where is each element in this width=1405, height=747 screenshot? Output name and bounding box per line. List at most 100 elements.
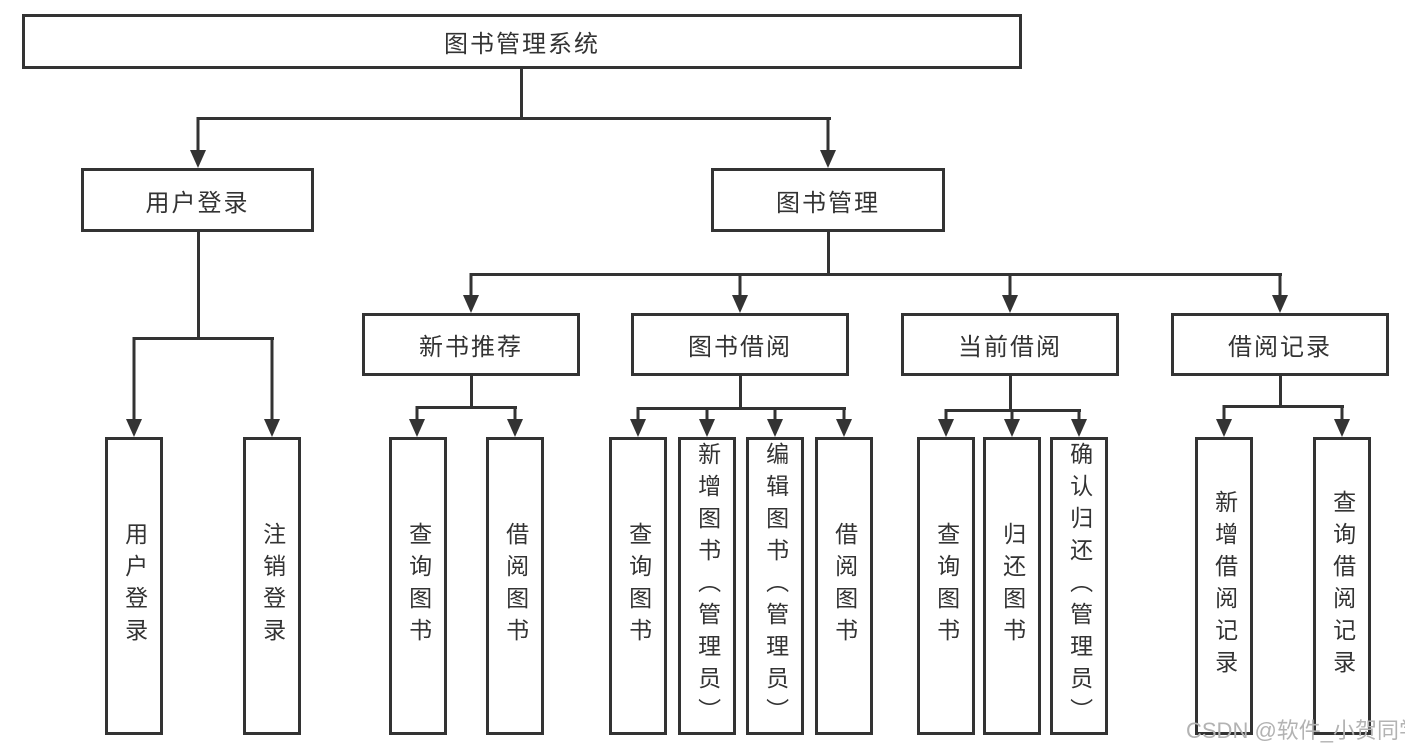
arrow-stem (1008, 273, 1012, 295)
arrow-stem (196, 117, 200, 150)
arrow-head (1272, 295, 1288, 313)
node-borrow-records-label: 借阅记录 (1228, 334, 1332, 361)
arrow-head (463, 295, 479, 313)
leaf-query-borrow-record: 查询借阅记录 (1313, 437, 1371, 735)
arrow-down-icon (938, 409, 954, 437)
node-book-system-label: 图书管理系统 (444, 31, 600, 58)
connector-line (520, 69, 523, 120)
node-book-management-label: 图书管理 (776, 189, 880, 217)
arrow-down-icon (1004, 409, 1020, 437)
leaf-query-books-borrow-label: 查询图书 (625, 522, 652, 650)
node-book-management: 图书管理 (711, 168, 945, 232)
arrow-stem (513, 406, 517, 419)
arrow-head (409, 419, 425, 437)
arrow-stem (132, 337, 136, 419)
arrow-head (836, 419, 852, 437)
arrow-down-icon (1216, 405, 1232, 437)
connector-line (1009, 376, 1012, 412)
arrow-head (507, 419, 523, 437)
leaf-return-book: 归还图书 (983, 437, 1041, 735)
connector-line (133, 337, 274, 340)
leaf-user-login: 用户登录 (105, 437, 163, 735)
node-new-book-recommend: 新书推荐 (362, 313, 580, 376)
arrow-head (1004, 419, 1020, 437)
connector-line (739, 376, 742, 410)
node-current-borrow: 当前借阅 (901, 313, 1119, 376)
arrow-head (938, 419, 954, 437)
arrow-stem (826, 117, 830, 150)
arrow-head (732, 295, 748, 313)
leaf-logout-label: 注销登录 (259, 522, 286, 650)
csdn-watermark: CSDN @软件_小贺同学 (1186, 718, 1405, 743)
node-user-login: 用户登录 (81, 168, 314, 232)
arrow-stem (415, 406, 419, 419)
arrow-down-icon (126, 337, 142, 437)
node-borrow-records: 借阅记录 (1171, 313, 1389, 376)
node-new-book-recommend-label: 新书推荐 (419, 334, 523, 361)
arrow-stem (1340, 405, 1344, 419)
arrow-stem (270, 337, 274, 419)
arrow-stem (705, 407, 709, 419)
arrow-head (630, 419, 646, 437)
leaf-borrow-books-recommend: 借阅图书 (486, 437, 544, 735)
arrow-stem (944, 409, 948, 419)
leaf-add-book-admin-label: 新增图书（管理员） (694, 442, 721, 730)
leaf-logout: 注销登录 (243, 437, 301, 735)
arrow-down-icon (630, 407, 646, 437)
leaf-query-books-borrow: 查询图书 (609, 437, 667, 735)
connector-line (416, 406, 517, 409)
arrow-down-icon (836, 407, 852, 437)
connector-line (197, 117, 831, 120)
leaf-confirm-return-admin: 确认归还（管理员） (1050, 437, 1108, 735)
leaf-confirm-return-admin-label: 确认归还（管理员） (1066, 442, 1093, 730)
leaf-borrow-books-borrow: 借阅图书 (815, 437, 873, 735)
leaf-add-borrow-record: 新增借阅记录 (1195, 437, 1253, 735)
arrow-stem (842, 407, 846, 419)
node-book-borrow: 图书借阅 (631, 313, 849, 376)
node-current-borrow-label: 当前借阅 (958, 334, 1062, 361)
leaf-query-books-recommend-label: 查询图书 (405, 522, 432, 650)
arrow-head (190, 150, 206, 168)
leaf-user-login-label: 用户登录 (121, 522, 148, 650)
arrow-head (767, 419, 783, 437)
arrow-head (1002, 295, 1018, 313)
connector-line (827, 232, 830, 276)
arrow-down-icon (1002, 273, 1018, 313)
leaf-borrow-books-borrow-label: 借阅图书 (831, 522, 858, 650)
leaf-add-borrow-record-label: 新增借阅记录 (1211, 490, 1238, 682)
arrow-down-icon (463, 273, 479, 313)
arrow-down-icon (767, 407, 783, 437)
arrow-down-icon (732, 273, 748, 313)
arrow-head (699, 419, 715, 437)
arrow-stem (738, 273, 742, 295)
connector-line (1279, 376, 1282, 408)
leaf-edit-book-admin: 编辑图书（管理员） (746, 437, 804, 735)
arrow-stem (1077, 409, 1081, 419)
arrow-down-icon (1272, 273, 1288, 313)
arrow-down-icon (820, 117, 836, 168)
connector-line (637, 407, 846, 410)
arrow-head (820, 150, 836, 168)
arrow-down-icon (1334, 405, 1350, 437)
connector-line (470, 273, 1282, 276)
leaf-add-book-admin: 新增图书（管理员） (678, 437, 736, 735)
arrow-stem (773, 407, 777, 419)
leaf-query-books-recommend: 查询图书 (389, 437, 447, 735)
arrow-down-icon (507, 406, 523, 437)
arrow-stem (636, 407, 640, 419)
leaf-query-books-current: 查询图书 (917, 437, 975, 735)
connector-line (470, 376, 473, 409)
arrow-stem (469, 273, 473, 295)
arrow-down-icon (1071, 409, 1087, 437)
leaf-borrow-books-recommend-label: 借阅图书 (502, 522, 529, 650)
arrow-head (126, 419, 142, 437)
arrow-head (264, 419, 280, 437)
arrow-down-icon (190, 117, 206, 168)
leaf-return-book-label: 归还图书 (999, 522, 1026, 650)
arrow-stem (1010, 409, 1014, 419)
leaf-edit-book-admin-label: 编辑图书（管理员） (762, 442, 789, 730)
leaf-query-books-current-label: 查询图书 (933, 522, 960, 650)
connector-line (1223, 405, 1344, 408)
node-book-system: 图书管理系统 (22, 14, 1022, 69)
